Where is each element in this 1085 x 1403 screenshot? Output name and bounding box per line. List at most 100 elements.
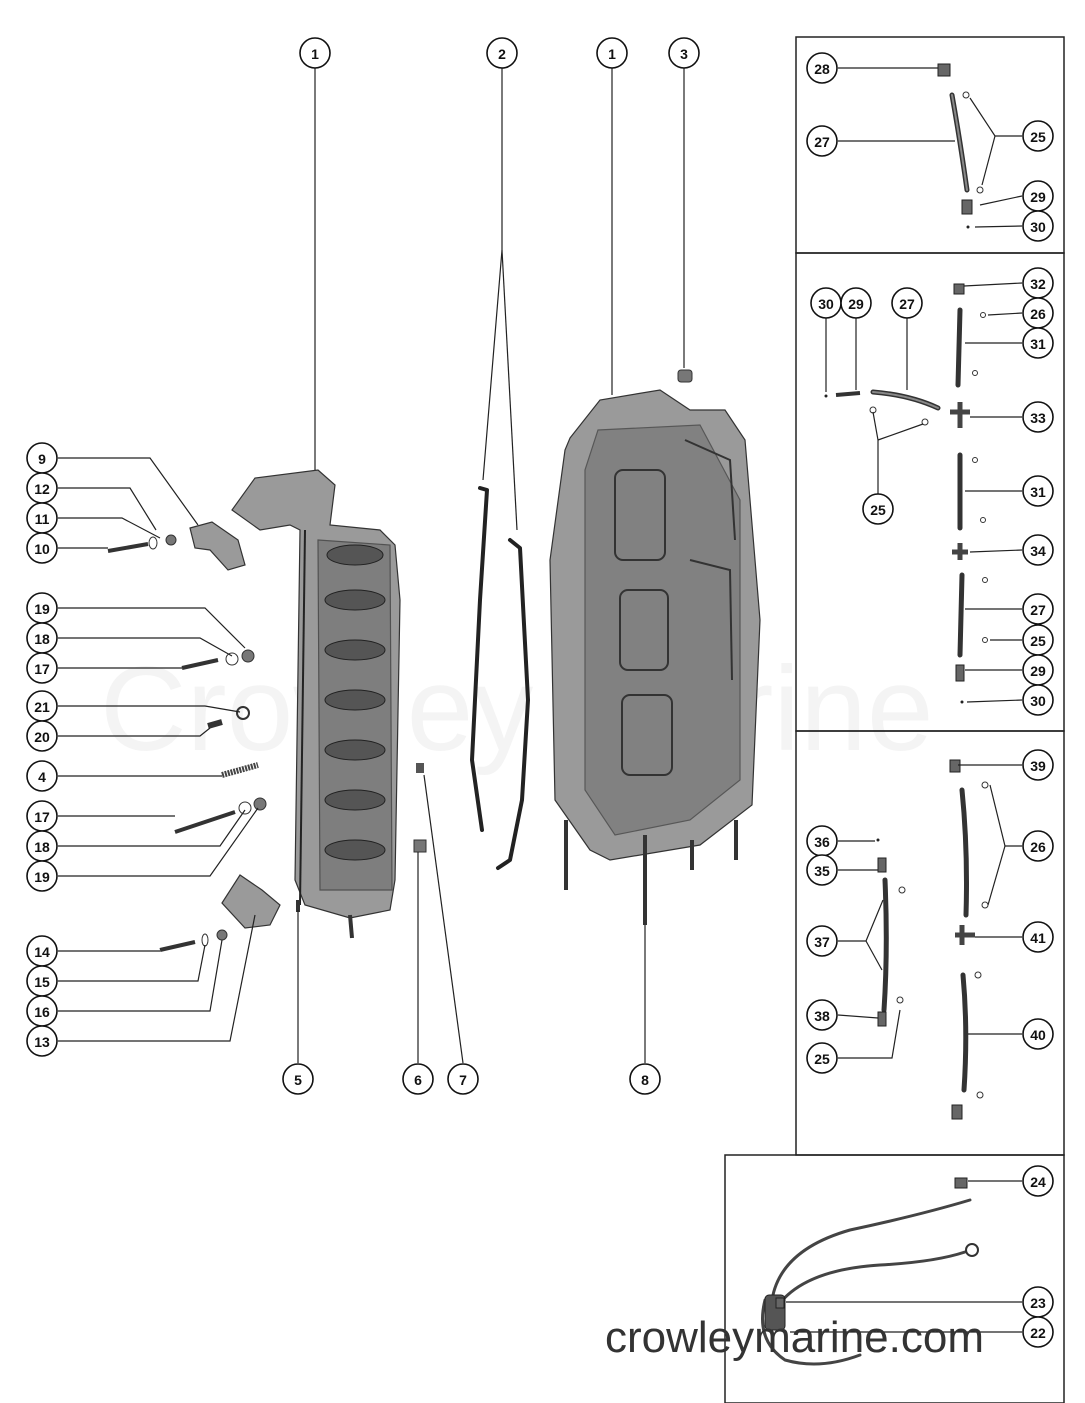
callout-number: 25 — [814, 1051, 830, 1067]
callout-1: 1 — [596, 37, 628, 69]
callout-number: 25 — [870, 502, 886, 518]
callout-18: 18 — [26, 622, 58, 654]
callout-number: 37 — [814, 934, 830, 950]
callout-36: 36 — [806, 825, 838, 857]
callout-number: 8 — [641, 1072, 649, 1088]
callout-number: 27 — [899, 296, 915, 312]
callout-number: 28 — [814, 61, 830, 77]
plug-part-3 — [677, 369, 693, 383]
callout-28: 28 — [806, 52, 838, 84]
callout-number: 25 — [1030, 129, 1046, 145]
panel-middle-hoses — [824, 282, 1023, 704]
callout-number: 26 — [1030, 306, 1046, 322]
callout-31: 31 — [1022, 475, 1054, 507]
callout-number: 16 — [34, 1004, 50, 1020]
callout-26: 26 — [1022, 297, 1054, 329]
callout-32: 32 — [1022, 267, 1054, 299]
cylinder-block — [549, 369, 761, 925]
callout-number: 3 — [680, 46, 688, 62]
callout-number: 36 — [814, 834, 830, 850]
callout-number: 27 — [1030, 602, 1046, 618]
callout-number: 21 — [34, 699, 50, 715]
panel-bottom-harness — [761, 1177, 1022, 1366]
callout-25: 25 — [806, 1042, 838, 1074]
callout-25: 25 — [1022, 120, 1054, 152]
callout-number: 12 — [34, 481, 50, 497]
callout-number: 9 — [38, 451, 46, 467]
callout-17: 17 — [26, 652, 58, 684]
callout-number: 32 — [1030, 276, 1046, 292]
callout-22: 22 — [1022, 1316, 1054, 1348]
callout-25: 25 — [1022, 624, 1054, 656]
panel-bottom — [724, 1154, 1065, 1403]
callout-number: 30 — [818, 296, 834, 312]
callout-number: 25 — [1030, 633, 1046, 649]
panel-lower-hoses — [837, 759, 1022, 1120]
callout-number: 31 — [1030, 484, 1046, 500]
callout-13: 13 — [26, 1025, 58, 1057]
callout-number: 1 — [608, 46, 616, 62]
callout-14: 14 — [26, 935, 58, 967]
callout-number: 23 — [1030, 1295, 1046, 1311]
callout-38: 38 — [806, 999, 838, 1031]
callout-number: 4 — [38, 769, 46, 785]
callout-number: 33 — [1030, 410, 1046, 426]
bracket-part-9 — [189, 521, 246, 571]
callout-27: 27 — [1022, 593, 1054, 625]
callout-8: 8 — [629, 1063, 661, 1095]
callout-number: 41 — [1030, 930, 1046, 946]
callout-29: 29 — [840, 287, 872, 319]
callout-19: 19 — [26, 592, 58, 624]
callout-number: 2 — [498, 46, 506, 62]
callout-number: 19 — [34, 869, 50, 885]
callout-number: 5 — [294, 1072, 302, 1088]
callout-41: 41 — [1022, 921, 1054, 953]
callout-6: 6 — [402, 1063, 434, 1095]
callout-number: 35 — [814, 863, 830, 879]
callout-number: 34 — [1030, 543, 1046, 559]
callout-number: 20 — [34, 729, 50, 745]
callout-number: 10 — [34, 541, 50, 557]
callout-number: 39 — [1030, 758, 1046, 774]
gasket-left — [470, 486, 489, 832]
callout-3: 3 — [668, 37, 700, 69]
callout-39: 39 — [1022, 749, 1054, 781]
callout-number: 22 — [1030, 1325, 1046, 1341]
callout-26: 26 — [1022, 830, 1054, 862]
callout-11: 11 — [26, 502, 58, 534]
callout-29: 29 — [1022, 654, 1054, 686]
callout-number: 30 — [1030, 219, 1046, 235]
gasket-right — [496, 538, 530, 870]
callout-35: 35 — [806, 854, 838, 886]
callout-number: 31 — [1030, 336, 1046, 352]
callout-1: 1 — [299, 37, 331, 69]
callout-34: 34 — [1022, 534, 1054, 566]
callout-40: 40 — [1022, 1018, 1054, 1050]
callout-16: 16 — [26, 995, 58, 1027]
callout-number: 40 — [1030, 1027, 1046, 1043]
callout-number: 30 — [1030, 693, 1046, 709]
callout-29: 29 — [1022, 180, 1054, 212]
callout-21: 21 — [26, 690, 58, 722]
callout-number: 6 — [414, 1072, 422, 1088]
fasteners-left — [107, 534, 427, 952]
callout-30: 30 — [1022, 684, 1054, 716]
callout-number: 29 — [1030, 189, 1046, 205]
callout-number: 1 — [311, 46, 319, 62]
crankcase-left-half — [231, 469, 401, 939]
callout-2: 2 — [486, 37, 518, 69]
callout-12: 12 — [26, 472, 58, 504]
bracket-part-13 — [221, 874, 281, 929]
panel-top-hoses — [838, 63, 1023, 229]
callout-4: 4 — [26, 760, 58, 792]
callout-15: 15 — [26, 965, 58, 997]
callout-20: 20 — [26, 720, 58, 752]
callout-5: 5 — [282, 1063, 314, 1095]
callout-31: 31 — [1022, 327, 1054, 359]
callout-number: 18 — [34, 839, 50, 855]
callout-18: 18 — [26, 830, 58, 862]
callout-10: 10 — [26, 532, 58, 564]
callout-30: 30 — [810, 287, 842, 319]
